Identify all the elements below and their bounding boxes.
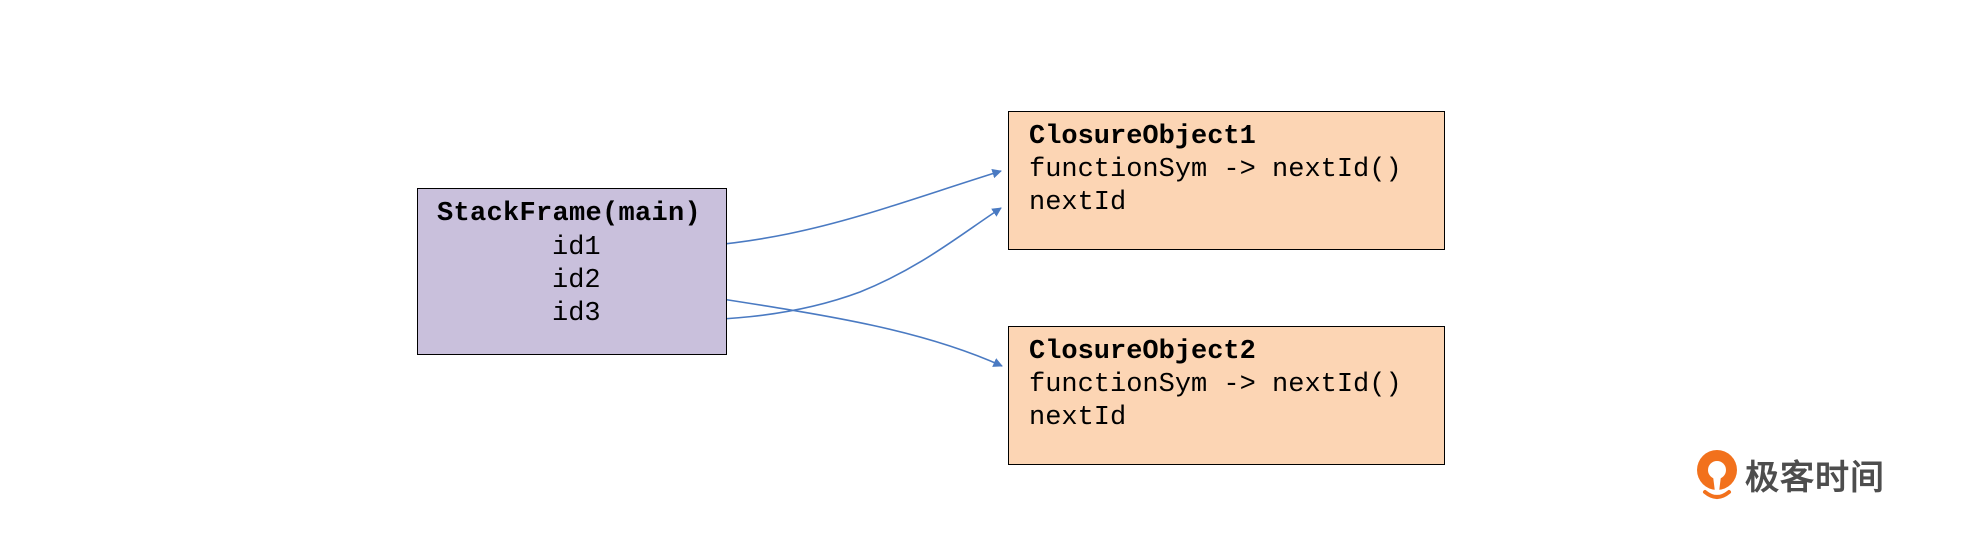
closure-object-1-box: ClosureObject1 functionSym -> nextId() n…	[1008, 111, 1445, 250]
stack-frame-title: StackFrame(main)	[437, 199, 702, 229]
closure-object-1-function-sym: functionSym -> nextId()	[1029, 155, 1402, 185]
closure-object-2-next-id: nextId	[1029, 403, 1127, 433]
geektime-logo: 极客时间	[1695, 448, 1885, 500]
stack-var-id2: id2	[552, 266, 601, 296]
stack-frame-box: StackFrame(main) id1 id2 id3	[417, 188, 727, 355]
closure-object-2-box: ClosureObject2 functionSym -> nextId() n…	[1008, 326, 1445, 465]
geektime-logo-icon	[1697, 450, 1737, 499]
stack-var-id3: id3	[552, 299, 601, 329]
stack-var-id1: id1	[552, 233, 601, 263]
closure-object-1-next-id: nextId	[1029, 188, 1127, 218]
closure-object-2-title: ClosureObject2	[1029, 337, 1256, 367]
geektime-logo-text: 极客时间	[1745, 457, 1885, 498]
closure-object-2-function-sym: functionSym -> nextId()	[1029, 370, 1402, 400]
closure-object-1-title: ClosureObject1	[1029, 122, 1256, 152]
